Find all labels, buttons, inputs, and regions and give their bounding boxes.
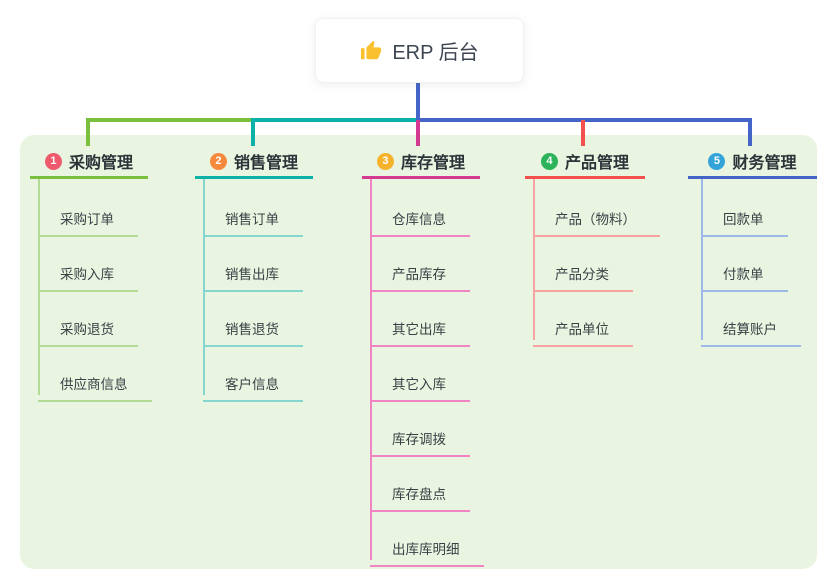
sub-item[interactable]: 销售出库	[203, 249, 303, 292]
sub-item[interactable]: 供应商信息	[38, 359, 152, 402]
root-node[interactable]: ERP 后台	[315, 18, 524, 83]
sub-item[interactable]: 出库库明细	[370, 524, 484, 567]
sub-item[interactable]: 仓库信息	[370, 194, 470, 237]
sub-item[interactable]: 销售订单	[203, 194, 303, 237]
sub-item[interactable]: 回款单	[701, 194, 788, 237]
sub-item[interactable]: 产品分类	[533, 249, 633, 292]
branch-number-badge: 2	[209, 152, 227, 170]
branch-subtree-line	[701, 179, 703, 340]
sub-item[interactable]: 采购入库	[38, 249, 138, 292]
branch-header[interactable]: 3 库存管理	[362, 146, 480, 179]
sub-item[interactable]: 库存盘点	[370, 469, 470, 512]
connector-root-drop	[416, 80, 420, 122]
sub-item[interactable]: 产品单位	[533, 304, 633, 347]
branch-label: 销售管理	[233, 155, 298, 172]
branch-label: 财务管理	[732, 155, 797, 172]
sub-item[interactable]: 其它出库	[370, 304, 470, 347]
branch-subtree-line	[38, 179, 40, 395]
branch-subtree-line	[370, 179, 372, 560]
branch-header[interactable]: 5 财务管理	[688, 146, 817, 179]
branches-panel	[20, 135, 817, 569]
branch-subtree-line	[533, 179, 535, 340]
branch-header[interactable]: 2 销售管理	[195, 146, 313, 179]
branch-subtree-line	[203, 179, 205, 395]
branch-number-badge: 4	[540, 152, 558, 170]
sub-item[interactable]: 库存调拨	[370, 414, 470, 457]
branch-number-badge: 3	[376, 152, 394, 170]
branch-label: 采购管理	[68, 155, 133, 172]
sub-item[interactable]: 付款单	[701, 249, 788, 292]
sub-item[interactable]: 其它入库	[370, 359, 470, 402]
connector-mid-teal	[251, 118, 420, 122]
sub-item[interactable]: 产品库存	[370, 249, 470, 292]
sub-item[interactable]: 采购退货	[38, 304, 138, 347]
branch-header[interactable]: 1 采购管理	[30, 146, 148, 179]
branch-label: 库存管理	[400, 155, 465, 172]
sub-item[interactable]: 结算账户	[701, 304, 801, 347]
connector-left-green	[86, 118, 253, 122]
sub-item[interactable]: 采购订单	[38, 194, 138, 237]
sub-item[interactable]: 客户信息	[203, 359, 303, 402]
branch-number-badge: 1	[44, 152, 62, 170]
thumbs-up-icon	[360, 40, 382, 62]
branch-label: 产品管理	[564, 155, 629, 172]
branch-number-badge: 5	[708, 152, 726, 170]
root-label: ERP 后台	[392, 42, 479, 64]
branch-header[interactable]: 4 产品管理	[525, 146, 645, 179]
sub-item[interactable]: 产品（物料）	[533, 194, 660, 237]
sub-item[interactable]: 销售退货	[203, 304, 303, 347]
